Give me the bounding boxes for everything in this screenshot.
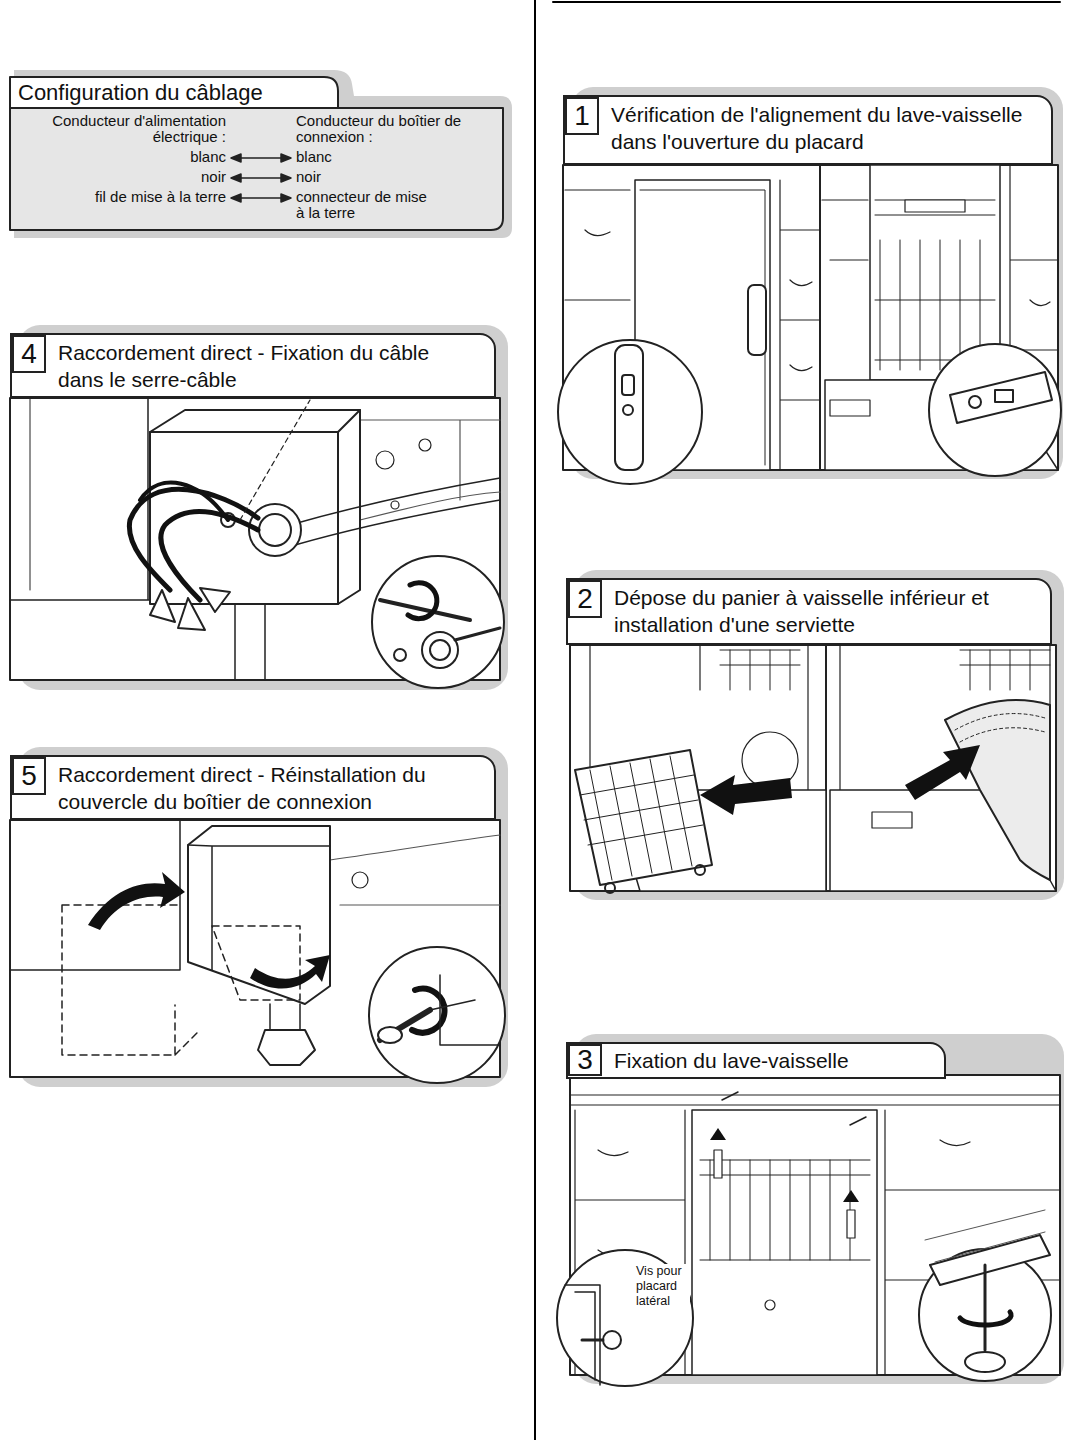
step-title: Vérification de l'alignement du lave-vai… bbox=[611, 101, 1036, 155]
table-cell: noir bbox=[296, 169, 486, 185]
step-number: 3 bbox=[568, 1044, 602, 1076]
table-cell: noir bbox=[14, 169, 226, 185]
step-header: 2 Dépose du panier à vaisselle inférieur … bbox=[566, 578, 1052, 645]
step-header: 1 Vérification de l'alignement du lave-va… bbox=[563, 95, 1053, 165]
step-title: Raccordement direct - Fixation du câble … bbox=[58, 339, 478, 393]
table-cell: fil de mise à la terre bbox=[14, 189, 226, 205]
step-title: Raccordement direct - Réinstallation du … bbox=[58, 761, 478, 815]
wiring-table: Configuration du câblageConducteur d'ali… bbox=[10, 77, 503, 230]
step-header: 4 Raccordement direct - Fixation du câble… bbox=[10, 333, 496, 398]
step-title: Dépose du panier à vaisselle inférieur e… bbox=[614, 584, 1039, 638]
table-cell: blanc bbox=[14, 149, 226, 165]
step-number: 1 bbox=[565, 97, 599, 135]
table-cell: connecteur de mise à la terre bbox=[296, 189, 438, 221]
step-number: 2 bbox=[568, 580, 602, 618]
step-title: Fixation du lave-vaisselle bbox=[614, 1047, 934, 1074]
panel-title: Configuration du câblage bbox=[18, 81, 338, 105]
column-heading: Conducteur du boîtier de connexion : bbox=[296, 113, 496, 145]
step-number: 5 bbox=[12, 757, 46, 795]
column-heading: Conducteur d'alimentation électrique : bbox=[14, 113, 226, 145]
callout-label: Vis pour placard latéral bbox=[636, 1264, 690, 1309]
step-number: 4 bbox=[12, 335, 46, 373]
table-cell: blanc bbox=[296, 149, 486, 165]
step-header: 5 Raccordement direct - Réinstallation du… bbox=[10, 755, 496, 820]
step-header: 3 Fixation du lave-vaisselle bbox=[566, 1042, 946, 1079]
